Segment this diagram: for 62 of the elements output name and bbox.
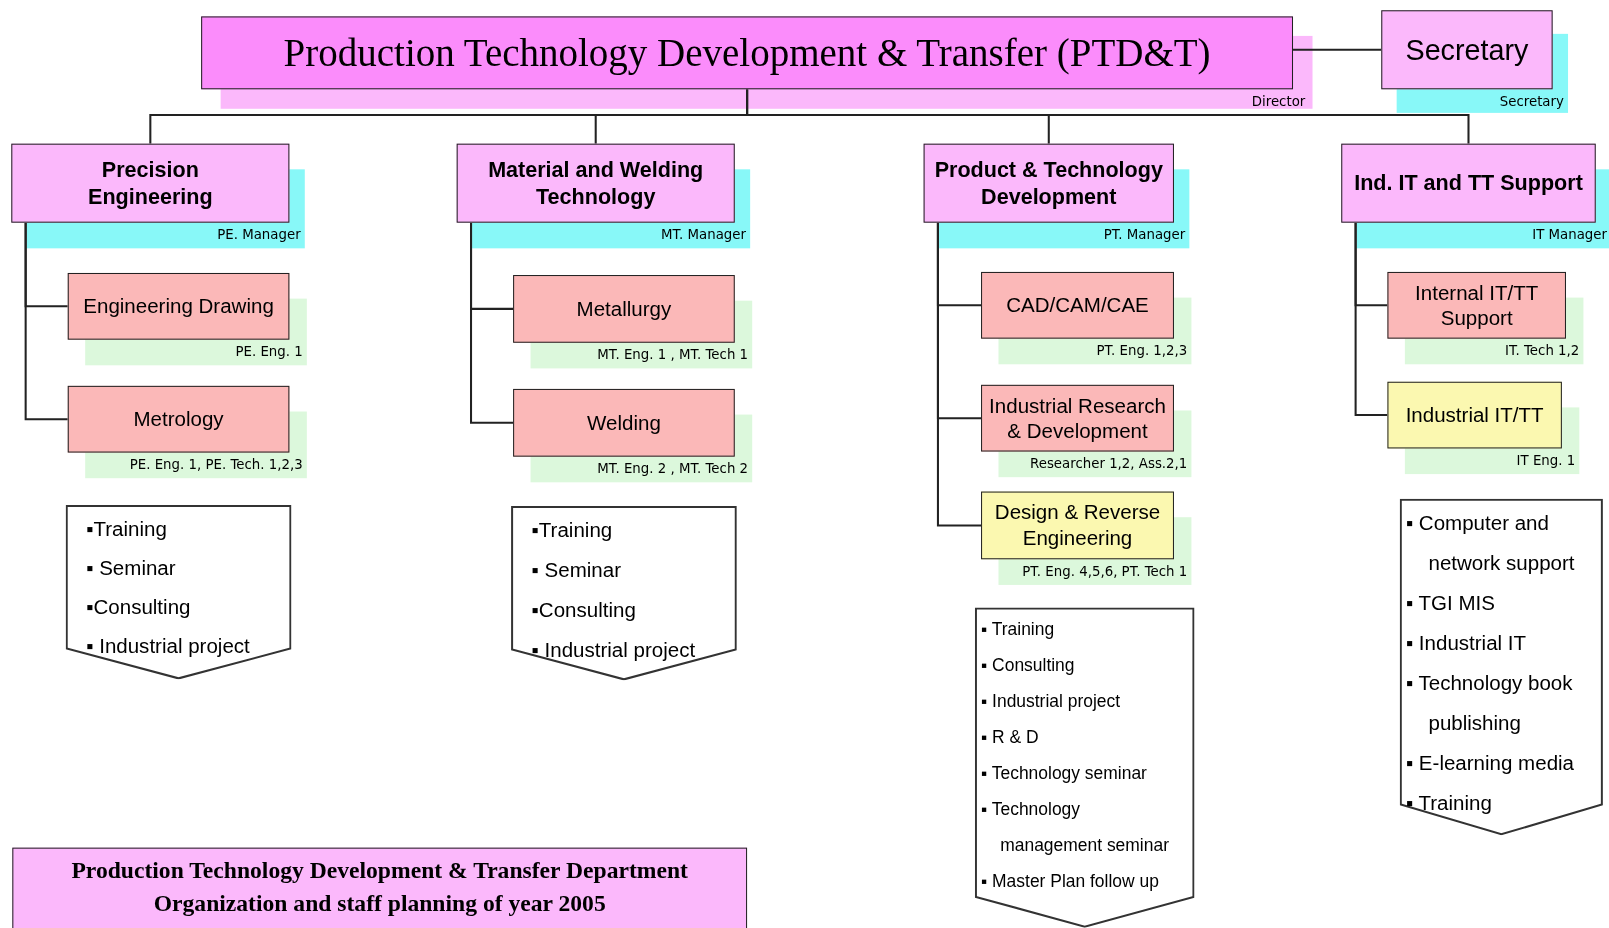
list-item: ▪ TGI MIS: [1405, 590, 1496, 616]
staff-label: Secretary: [1499, 93, 1564, 109]
unit-box: Welding: [513, 388, 735, 457]
connector-line: [470, 222, 514, 424]
unit-box: Secretary: [1381, 10, 1553, 90]
caption-box: Production Technology Development & Transfer Department Organization and staff planning of year 2005: [12, 847, 748, 928]
staff-label: PT. Eng. 1,2,3: [1096, 342, 1188, 359]
chevron-list-box: [65, 504, 292, 680]
chevron-list-box: [974, 607, 1195, 928]
staff-label: PE. Eng. 1, PE. Tech. 1,2,3: [129, 456, 303, 473]
chevron-list-box: [1399, 498, 1603, 836]
staff-label: IT Eng. 1: [1516, 452, 1576, 468]
connector-line: [24, 222, 68, 421]
list-item: ▪Training: [531, 517, 614, 543]
unit-box: Metrology: [67, 385, 290, 453]
staff-label: Director: [1251, 93, 1306, 109]
list-item: ▪ Technology seminar: [981, 762, 1148, 785]
list-item: ▪ Industrial project: [981, 690, 1122, 714]
list-item: ▪ R & D: [981, 726, 1040, 750]
title-box: Production Technology Development & Transfer (PTD&T): [201, 16, 1293, 90]
list-item: ▪ Technology management seminar: [981, 798, 1170, 857]
list-item: ▪Training: [86, 516, 168, 542]
chevron-list-box: [511, 505, 737, 681]
list-item: ▪ Computer and network support: [1405, 510, 1576, 576]
unit-box: Ind. IT and TT Support: [1341, 143, 1596, 223]
staff-label: PE. Manager: [217, 226, 301, 243]
list-item: ▪ Seminar: [531, 557, 622, 583]
list-item: ▪ Training: [1405, 790, 1493, 816]
list-item: ▪ Consulting: [981, 654, 1076, 678]
list-item: ▪ E-learning media: [1405, 750, 1576, 776]
staff-label: MT. Manager: [661, 226, 747, 243]
list-item: ▪ Training: [981, 618, 1056, 642]
unit-box: Precision Engineering: [11, 143, 290, 223]
staff-label: Researcher 1,2, Ass.2,1: [1030, 455, 1188, 472]
staff-label: PE. Eng. 1: [235, 343, 303, 360]
connector-line: [746, 89, 1470, 144]
list-item: ▪ Master Plan follow up: [981, 870, 1160, 893]
list-item: ▪ Technology book publishing: [1405, 670, 1574, 736]
staff-label: MT. Eng. 2 , MT. Tech 2: [597, 460, 749, 477]
unit-box: Industrial IT/TT: [1387, 381, 1562, 449]
staff-label: PT. Eng. 4,5,6, PT. Tech 1: [1022, 563, 1188, 579]
unit-box: Internal IT/TT Support: [1387, 271, 1566, 339]
staff-label: PT. Manager: [1103, 226, 1186, 243]
staff-label: MT. Eng. 1 , MT. Tech 1: [597, 346, 749, 363]
unit-box: Industrial Research & Development: [981, 384, 1174, 452]
unit-box: Material and Welding Technology: [456, 143, 735, 223]
list-item: ▪Consulting: [531, 597, 637, 623]
connector-line: [1354, 222, 1388, 417]
staff-label: IT Manager: [1532, 226, 1608, 243]
list-item: ▪ Seminar: [86, 555, 177, 581]
list-item: ▪ Industrial IT: [1405, 630, 1528, 656]
staff-label: IT. Tech 1,2: [1505, 342, 1580, 359]
connector-line: [936, 222, 982, 527]
list-item: ▪Consulting: [86, 594, 192, 620]
list-item: ▪ Industrial project: [86, 633, 251, 659]
connector-line: [1293, 48, 1382, 51]
unit-box: Metallurgy: [513, 275, 735, 343]
unit-box: CAD/CAM/CAE: [981, 271, 1174, 339]
unit-box: Engineering Drawing: [67, 272, 290, 340]
unit-box: Product & Technology Development: [923, 143, 1174, 223]
list-item: ▪ Industrial project: [531, 637, 697, 663]
unit-box: Design & Reverse Engineering: [981, 491, 1174, 560]
